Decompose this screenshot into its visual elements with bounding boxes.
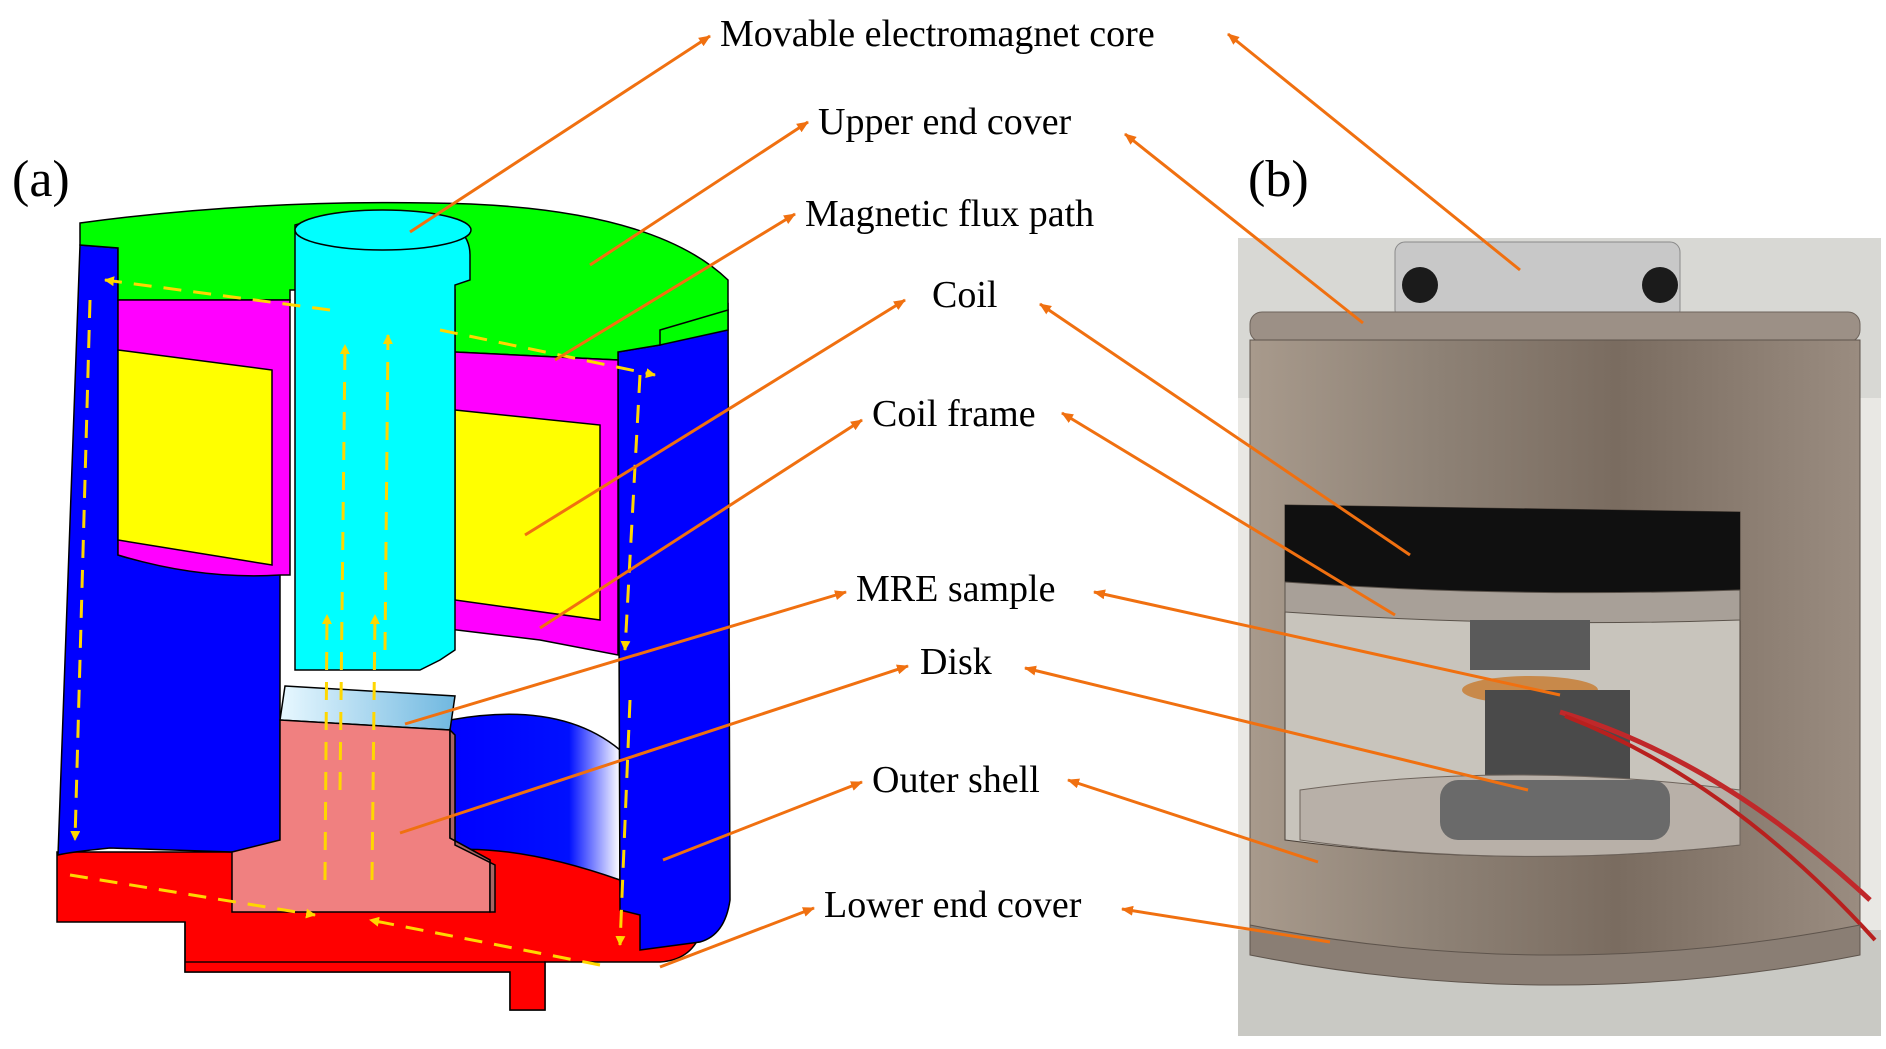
flux-arrow-bottom-right	[369, 916, 601, 967]
label-outer-shell: Outer shell	[872, 759, 1040, 801]
leader-core-a	[409, 34, 711, 234]
leader-disk-a	[399, 664, 909, 835]
label-movable-electromagnet-core: Movable electromagnet core	[720, 13, 1155, 55]
leader-coil-frame-b	[1061, 411, 1396, 617]
coil-right	[454, 409, 601, 621]
flux-arrow-right-lower	[615, 699, 632, 946]
flux-arrow-top-left	[104, 276, 331, 312]
leader-coil-b	[1039, 302, 1411, 557]
leader-coil-frame-a	[539, 418, 863, 630]
leader-coil-a	[524, 298, 906, 537]
leader-core-b	[1227, 32, 1521, 272]
outer-shell-right	[617, 302, 731, 951]
label-mre-sample: MRE sample	[856, 568, 1055, 610]
leader-lower-cover-a	[659, 906, 815, 969]
flux-arrow-core-1	[338, 344, 350, 791]
leader-upper-cover-b	[1124, 132, 1364, 325]
leader-mre-sample-a	[404, 590, 847, 726]
device-photo	[1238, 238, 1881, 1036]
flux-arrow-bottom-left	[69, 873, 316, 919]
flux-arrow-top-right	[439, 328, 656, 379]
cutaway-model	[56, 201, 731, 1011]
label-disk: Disk	[920, 641, 992, 683]
leader-mre-sample-b	[1093, 589, 1561, 697]
leader-arrows	[399, 32, 1561, 969]
movable-core	[294, 213, 471, 671]
label-lower-end-cover: Lower end cover	[824, 884, 1082, 926]
label-upper-end-cover: Upper end cover	[818, 101, 1072, 143]
flux-arrow-left-down	[70, 299, 92, 841]
flux-arrow-right-down	[620, 374, 642, 651]
leader-lower-cover-b	[1121, 905, 1331, 944]
label-coil: Coil	[932, 274, 997, 316]
leader-upper-cover-a	[589, 120, 809, 267]
leader-outer-shell-a	[662, 780, 863, 862]
magnetic-flux-arrows	[69, 276, 656, 967]
component-labels: Movable electromagnet core Upper end cov…	[720, 13, 1155, 926]
panel-label-a: (a)	[12, 151, 70, 208]
label-magnetic-flux-path: Magnetic flux path	[805, 193, 1094, 235]
panel-label-b: (b)	[1248, 151, 1309, 208]
leader-disk-b	[1024, 665, 1529, 792]
flux-arrow-core-4	[369, 614, 380, 881]
flux-arrow-core-3	[321, 614, 332, 881]
coil-left	[117, 349, 273, 566]
label-coil-frame: Coil frame	[872, 393, 1036, 435]
leader-outer-shell-b	[1067, 778, 1319, 864]
flux-arrow-core-2	[382, 334, 393, 651]
leader-flux-path	[554, 212, 796, 362]
